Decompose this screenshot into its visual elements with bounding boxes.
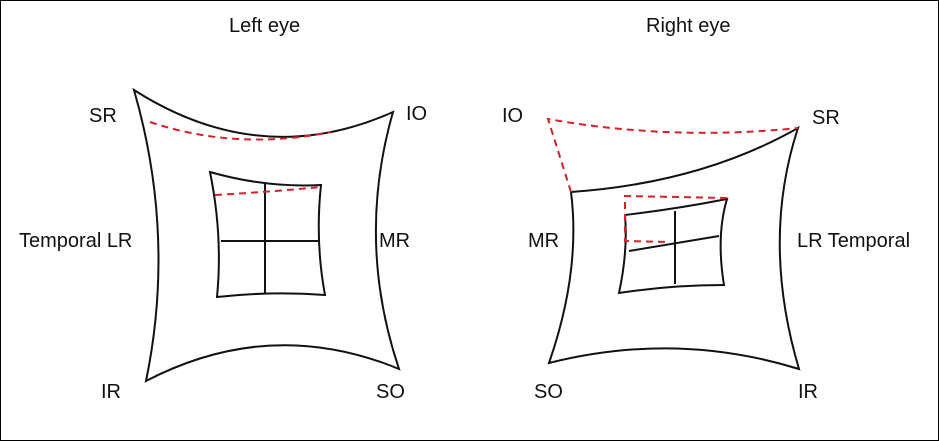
left-eye-label-so: SO (376, 381, 405, 403)
left-eye-inner-deviation-dashed (214, 186, 322, 196)
left-eye-label-temporal-lr: Temporal LR (19, 230, 133, 252)
right-eye-inner-deviation-dashed (624, 194, 728, 243)
right-eye-label-ir: IR (798, 381, 818, 403)
left-eye-outer-field (132, 87, 401, 383)
left-eye-chart (132, 87, 401, 383)
left-eye-outer-deviation-dashed (149, 121, 332, 141)
left-eye-title: Left eye (229, 15, 301, 37)
left-eye-label-io: IO (406, 103, 428, 125)
right-eye-label-mr: MR (528, 230, 560, 252)
left-eye-inner-field (208, 170, 327, 299)
right-eye-label-io: IO (502, 105, 524, 127)
right-eye-label-sr: SR (812, 107, 840, 129)
right-eye-label-lr-temporal: LR Temporal (797, 230, 911, 252)
left-eye-label-ir: IR (101, 381, 121, 403)
right-eye-outer-field (547, 125, 801, 371)
right-eye-label-so: SO (534, 381, 563, 403)
left-eye-label-sr: SR (89, 105, 117, 127)
right-eye-outer-deviation-dashed (546, 117, 799, 193)
right-eye-title: Right eye (646, 15, 731, 37)
right-eye-chart (546, 117, 801, 371)
right-eye-inner-field (617, 197, 729, 295)
left-eye-label-mr: MR (379, 230, 411, 252)
